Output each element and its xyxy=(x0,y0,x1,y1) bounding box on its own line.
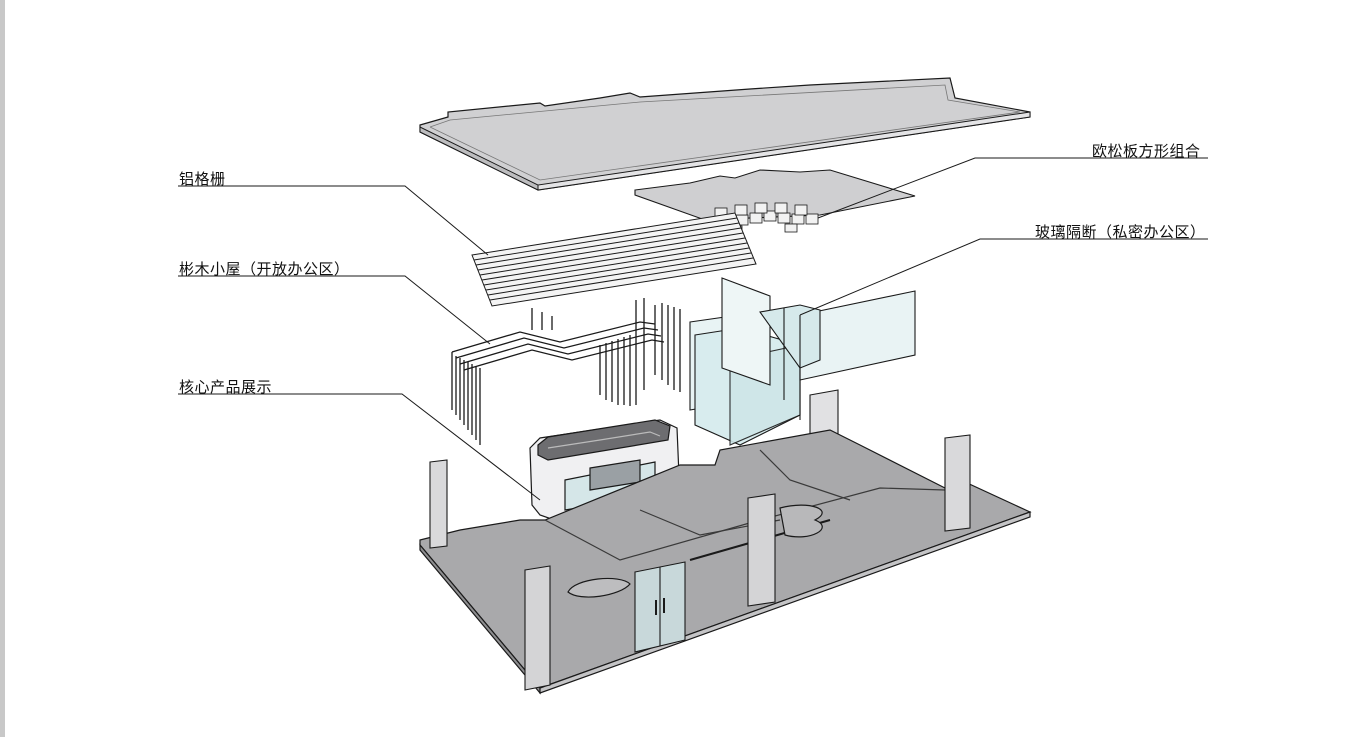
label-core-display: 核心产品展示 xyxy=(179,378,273,396)
label-osb-combination: 欧松板方形组合 xyxy=(1092,142,1201,160)
wood-cabin-slats xyxy=(451,298,681,445)
leader-glass-partition xyxy=(799,238,1208,316)
leader-osb-combination xyxy=(817,157,1208,219)
glass-partitions xyxy=(689,277,916,451)
leader-core-display xyxy=(178,393,541,501)
leader-aluminum-grille xyxy=(178,185,489,256)
label-wood-cabin: 彬木小屋（开放办公区） xyxy=(179,260,350,278)
page-left-border xyxy=(0,0,5,737)
floor-slab xyxy=(419,429,1032,695)
leader-lines xyxy=(178,157,1208,501)
label-aluminum-grille: 铝格栅 xyxy=(179,170,226,188)
label-glass-partition: 玻璃隔断（私密办公区） xyxy=(1035,223,1206,241)
leader-wood-cabin xyxy=(178,275,491,345)
roof-slab xyxy=(419,77,1031,191)
aluminum-grille xyxy=(471,212,757,307)
columns xyxy=(429,434,971,691)
